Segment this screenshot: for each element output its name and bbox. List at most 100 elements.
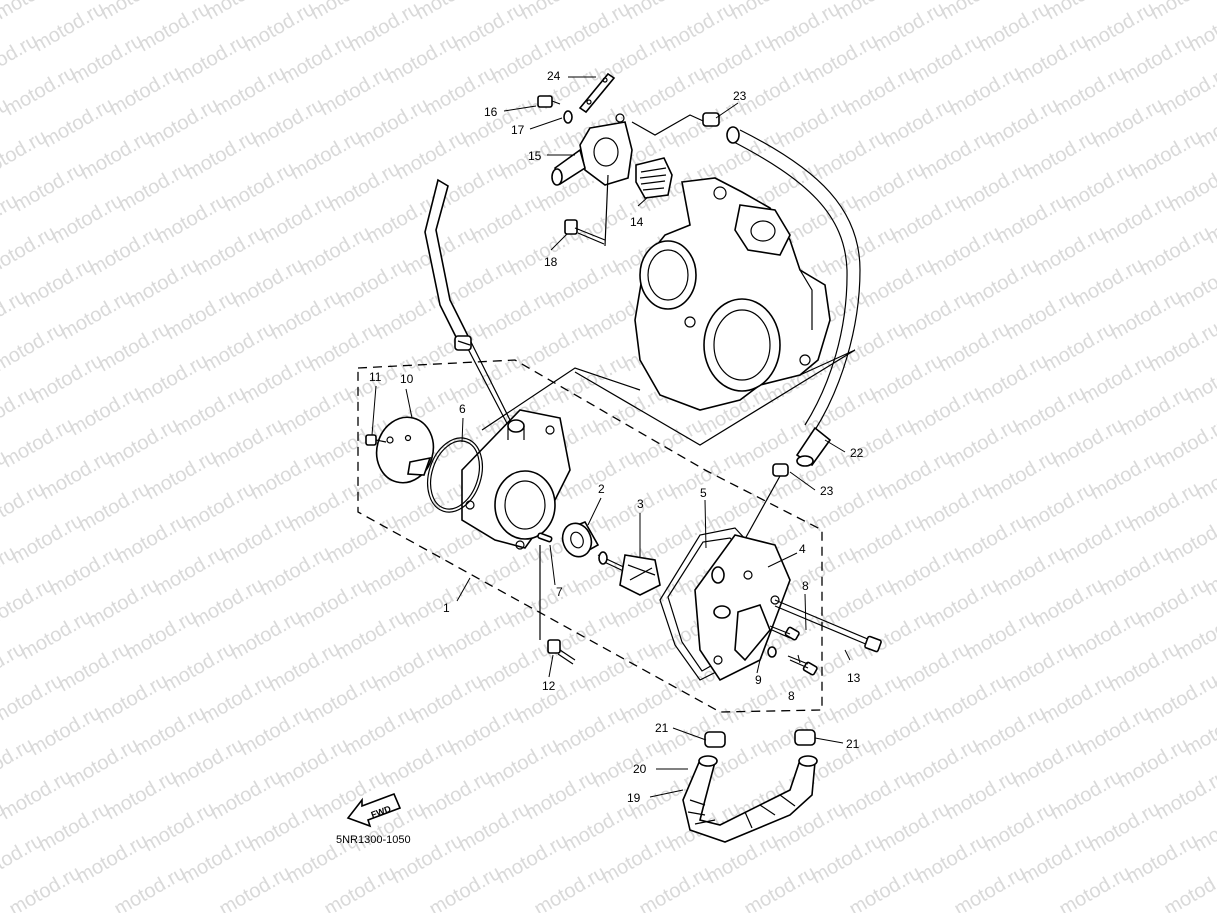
watermark-text: motod.ru	[971, 702, 1050, 761]
screw-11	[365, 434, 387, 446]
watermark-text: motod.ru	[334, 254, 413, 313]
watermark-text: motod.ru	[1107, 286, 1186, 345]
callout-12: 12	[542, 679, 556, 693]
watermark-text: motod.ru	[1105, 638, 1184, 697]
callout-labels: 24 16 17 15 23 14 18 22 23 11 10 6 2 3 5…	[369, 69, 864, 805]
watermark-text: motod.ru	[124, 254, 203, 313]
callout-5: 5	[700, 486, 707, 500]
watermark-text: motod.ru	[6, 862, 85, 913]
watermark-text: motod.ru	[153, 190, 232, 249]
watermark-text: motod.ru	[850, 158, 929, 217]
watermark-text: motod.ru	[1136, 222, 1215, 281]
watermark-text: motod.ru	[207, 766, 286, 825]
washer-17	[563, 110, 573, 124]
watermark-text: motod.ru	[48, 190, 127, 249]
watermark-text: motod.ru	[256, 542, 335, 601]
watermark-text: motod.ru	[886, 542, 965, 601]
watermark-text: motod.ru	[446, 702, 525, 761]
watermark-text: motod.ru	[1067, 606, 1146, 665]
watermark-text: motod.ru	[848, 510, 927, 569]
callout-23-top: 23	[733, 89, 747, 103]
watermark-text: motod.ru	[1020, 478, 1099, 537]
watermark-text: motod.ru	[841, 62, 920, 121]
watermark-text: motod.ru	[741, 862, 820, 913]
watermark-text: motod.ru	[296, 222, 375, 281]
watermark-text: motod.ru	[924, 574, 1003, 633]
watermark-text: motod.ru	[75, 478, 154, 537]
watermark-text: motod.ru	[370, 638, 449, 697]
watermark-text: motod.ru	[1085, 798, 1164, 857]
watermark-text: motod.ru	[46, 542, 125, 601]
watermark-text: motod.ru	[323, 510, 402, 569]
watermark-text: motod.ru	[897, 286, 976, 345]
watermark-text: motod.ru	[220, 158, 299, 217]
watermark-text: motod.ru	[379, 734, 458, 793]
plate-10	[375, 416, 435, 484]
watermark-text: motod.ru	[484, 734, 563, 793]
watermark-text: motod.ru	[278, 30, 357, 89]
watermark-text: motod.ru	[1009, 734, 1088, 793]
watermark-text: motod.ru	[468, 190, 547, 249]
watermark-text: motod.ru	[1125, 478, 1204, 537]
watermark-text: motod.ru	[1040, 318, 1119, 377]
watermark-text: motod.ru	[991, 542, 1070, 601]
watermark-text: motod.ru	[846, 862, 925, 913]
watermark-text: motod.ru	[1123, 830, 1202, 889]
watermark-text: motod.ru	[803, 30, 882, 89]
watermark-text: motod.ru	[1051, 62, 1130, 121]
watermark-text: motod.ru	[531, 862, 610, 913]
callout-22: 22	[850, 446, 864, 460]
watermark-text: motod.ru	[287, 126, 366, 185]
watermark-text: motod.ru	[707, 126, 786, 185]
watermark-text: motod.ru	[448, 350, 527, 409]
watermark-text: motod.ru	[781, 542, 860, 601]
watermark-text: motod.ru	[598, 830, 677, 889]
watermark-text: motod.ru	[1087, 446, 1166, 505]
callout-24: 24	[547, 69, 561, 83]
watermark-text: motod.ru	[106, 62, 185, 121]
watermark-text: motod.ru	[122, 606, 201, 665]
watermark-text: motod.ru	[142, 446, 221, 505]
watermark-text: motod.ru	[216, 862, 295, 913]
watermark-text: motod.ru	[227, 606, 306, 665]
callout-20: 20	[633, 762, 647, 776]
watermark-text: motod.ru	[964, 254, 1043, 313]
watermark-text: motod.ru	[345, 0, 424, 56]
watermark-text: motod.ru	[240, 0, 319, 56]
watermark-text: motod.ru	[830, 318, 909, 377]
watermark-text: motod.ru	[189, 574, 268, 633]
watermark-text: motod.ru	[265, 638, 344, 697]
watermark-text: motod.ru	[19, 254, 98, 313]
watermark-text: motod.ru	[169, 734, 248, 793]
watermark-text: motod.ru	[95, 318, 174, 377]
watermark-text: motod.ru	[1038, 670, 1117, 729]
callout-16: 16	[484, 105, 498, 119]
watermark-text: motod.ru	[906, 382, 985, 441]
watermark-text: motod.ru	[944, 414, 1023, 473]
watermark-text: motod.ru	[140, 798, 219, 857]
callout-8-upper: 8	[802, 579, 809, 593]
watermark-text: motod.ru	[332, 606, 411, 665]
watermark-text: motod.ru	[1078, 350, 1157, 409]
pump-cover-4	[694, 534, 791, 682]
callout-13: 13	[847, 671, 861, 685]
watermark-text: motod.ru	[361, 542, 440, 601]
bolt-13	[774, 599, 882, 653]
thermostat-cover	[551, 113, 633, 186]
watermark-text: motod.ru	[515, 318, 594, 377]
watermark-text: motod.ru	[276, 382, 355, 441]
watermark-text: motod.ru	[294, 574, 373, 633]
watermark-text: motod.ru	[553, 350, 632, 409]
watermark-text: motod.ru	[1147, 0, 1217, 24]
watermark-text: motod.ru	[182, 126, 261, 185]
clamp-21-left	[704, 731, 726, 748]
watermark-text: motod.ru	[808, 830, 887, 889]
watermark-text: motod.ru	[0, 766, 76, 825]
watermark-text: motod.ru	[77, 126, 156, 185]
watermark-text: motod.ru	[303, 670, 382, 729]
watermark-text: motod.ru	[354, 94, 433, 153]
watermark-text: motod.ru	[383, 30, 462, 89]
watermark-text: motod.ru	[274, 734, 353, 793]
watermark-text: motod.ru	[0, 830, 47, 889]
watermark-text: motod.ru	[993, 190, 1072, 249]
